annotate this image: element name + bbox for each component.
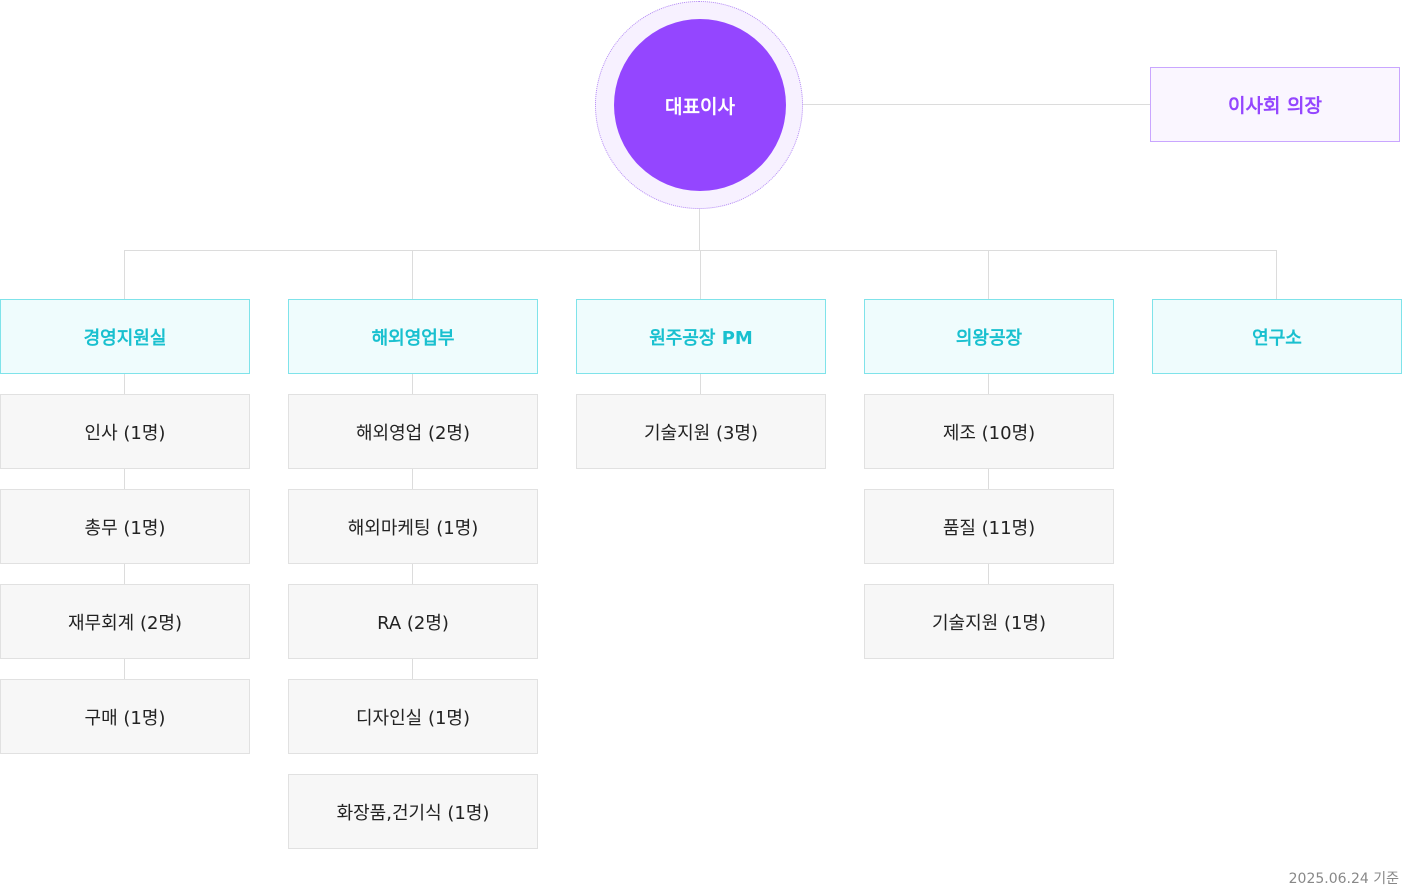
ceo-label: 대표이사 xyxy=(665,95,735,118)
team-node: 총무 (1명) xyxy=(0,489,250,564)
team-label: 해외영업 (2명) xyxy=(355,422,471,444)
team-label: 품질 (11명) xyxy=(942,517,1036,539)
team-label: 제조 (10명) xyxy=(942,422,1036,444)
department-node: 해외영업부 xyxy=(288,299,538,374)
date-footnote: 2025.06.24 기준 xyxy=(1288,871,1399,887)
team-connector xyxy=(988,469,989,489)
team-connector xyxy=(412,374,413,394)
team-connector xyxy=(988,564,989,584)
department-label: 의왕공장 xyxy=(955,327,1023,349)
team-connector xyxy=(700,374,701,394)
department-label: 연구소 xyxy=(1252,327,1302,349)
team-node: 해외영업 (2명) xyxy=(288,394,538,469)
department-node: 의왕공장 xyxy=(864,299,1114,374)
team-node: 품질 (11명) xyxy=(864,489,1114,564)
department-node: 경영지원실 xyxy=(0,299,250,374)
team-connector xyxy=(124,469,125,489)
team-connector xyxy=(412,659,413,679)
team-node: 해외마케팅 (1명) xyxy=(288,489,538,564)
team-connector xyxy=(124,564,125,584)
team-label: 기술지원 (3명) xyxy=(643,422,759,444)
team-label: 인사 (1명) xyxy=(84,422,166,444)
board-chair-node: 이사회 의장 xyxy=(1150,67,1400,142)
team-connector xyxy=(412,564,413,584)
team-node: 화장품,건기식 (1명) xyxy=(288,774,538,849)
department-label: 원주공장 PM xyxy=(649,327,753,349)
department-label: 경영지원실 xyxy=(83,327,167,349)
board-chair-label: 이사회 의장 xyxy=(1227,95,1322,117)
department-node: 연구소 xyxy=(1152,299,1402,374)
team-label: 재무회계 (2명) xyxy=(67,612,183,634)
dept-drop-connector xyxy=(412,250,413,299)
team-label: 디자인실 (1명) xyxy=(355,707,471,729)
team-connector xyxy=(124,374,125,394)
team-node: 재무회계 (2명) xyxy=(0,584,250,659)
team-connector xyxy=(988,374,989,394)
team-node: 인사 (1명) xyxy=(0,394,250,469)
team-connector xyxy=(124,659,125,679)
team-node: 구매 (1명) xyxy=(0,679,250,754)
dept-drop-connector xyxy=(988,250,989,299)
team-label: RA (2명) xyxy=(377,612,449,634)
team-node: 디자인실 (1명) xyxy=(288,679,538,754)
dept-drop-connector xyxy=(1276,250,1277,299)
dept-drop-connector xyxy=(124,250,125,299)
dept-drop-connector xyxy=(700,250,701,299)
team-label: 기술지원 (1명) xyxy=(931,612,1047,634)
team-node: 기술지원 (1명) xyxy=(864,584,1114,659)
department-node: 원주공장 PM xyxy=(576,299,826,374)
team-connector xyxy=(412,469,413,489)
team-label: 총무 (1명) xyxy=(84,517,166,539)
ceo-trunk-connector xyxy=(699,209,700,250)
ceo-node: 대표이사 xyxy=(614,19,786,191)
team-label: 화장품,건기식 (1명) xyxy=(336,802,490,824)
department-label: 해외영업부 xyxy=(371,327,455,349)
team-label: 해외마케팅 (1명) xyxy=(347,517,479,539)
ceo-board-connector xyxy=(803,104,1150,105)
team-node: 기술지원 (3명) xyxy=(576,394,826,469)
team-node: RA (2명) xyxy=(288,584,538,659)
team-label: 구매 (1명) xyxy=(84,707,166,729)
team-node: 제조 (10명) xyxy=(864,394,1114,469)
